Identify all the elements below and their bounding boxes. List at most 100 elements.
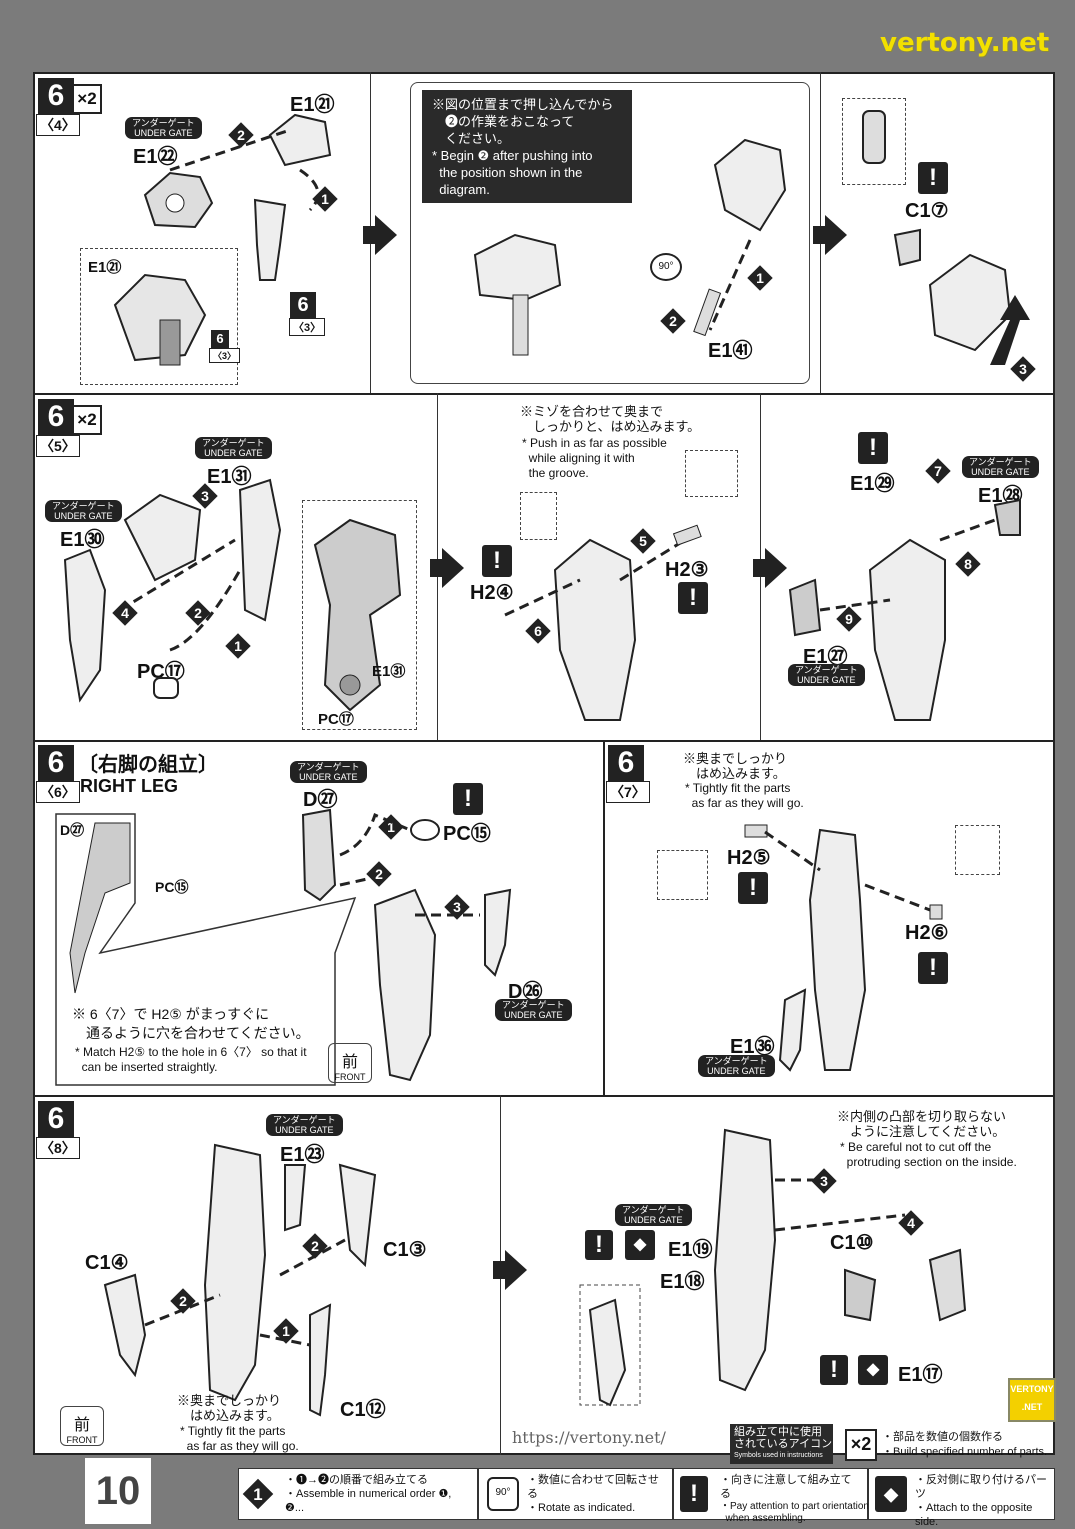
under-gate-tag: アンダーゲート UNDER GATE (45, 500, 122, 522)
front-jp: 前 (73, 1417, 90, 1434)
multiply-icon: ×2 (72, 405, 102, 435)
part-label: E1㉛ (207, 466, 252, 488)
ref-step-sub: 〈3〉 (289, 318, 326, 336)
part-illustration (862, 110, 886, 164)
attention-icon: ! (918, 952, 948, 984)
part-illustration (143, 171, 214, 229)
part-illustration (713, 138, 787, 232)
opposite-side-icon: ◆ (875, 1476, 907, 1512)
section-title-en: RIGHT LEG (80, 776, 178, 796)
ref-step: 6 (290, 292, 316, 318)
step-order-icon: 6 (525, 618, 551, 644)
step-sub: 〈5〉 (36, 435, 80, 457)
page-number: 10 (85, 1458, 151, 1524)
next-arrow-icon (430, 548, 464, 588)
part-label: C1⑩ (830, 1232, 874, 1254)
step-order-icon: 8 (955, 551, 981, 577)
front-jp: 前 (341, 1054, 358, 1071)
part-label: H2⑥ (905, 922, 949, 944)
dashed-guide (693, 239, 752, 337)
legend-en: ・Rotate as indicated. (527, 1502, 636, 1514)
attention-icon: ! (453, 783, 483, 815)
part-label: D㉗ (60, 822, 85, 838)
rotate-icon: 90° (487, 1477, 519, 1511)
caution-note: ※図の位置まで押し込んでから ❷の作業をおこなって ください。 * Begin … (422, 90, 632, 203)
step-order-icon: 2 (170, 1288, 196, 1314)
part-label: E1㉑ (290, 94, 335, 116)
note-jp: ※奥までしっかり はめ込みます。 (683, 751, 788, 781)
part-label: E1㊱ (730, 1036, 775, 1058)
front-en: FRONT (66, 1435, 98, 1445)
under-gate-tag: アンダーゲート UNDER GATE (698, 1055, 775, 1077)
part-illustration (313, 518, 402, 712)
part-illustration (63, 478, 282, 703)
step-order-icon: 9 (836, 606, 862, 632)
multiply-icon: ×2 (845, 1429, 877, 1461)
part-label: E1㉙ (850, 473, 895, 495)
step-order-icon: 4 (112, 600, 138, 626)
part-label: E1⑲ (668, 1239, 713, 1261)
step-order-icon: 2 (185, 600, 211, 626)
part-illustration (893, 228, 1030, 365)
step-number: 6 (38, 745, 74, 781)
ref-step: 6 (211, 330, 229, 348)
part-label: E1⑰ (898, 1364, 943, 1386)
detail-inset (657, 850, 708, 900)
legend-order: 1 ・❶→❷の順番で組み立てる ・Assemble in numerical o… (238, 1468, 478, 1520)
part-illustration (253, 198, 287, 281)
opposite-side-icon: ◆ (625, 1230, 655, 1260)
attention-icon: ! (482, 545, 512, 577)
detail-inset (955, 825, 1000, 875)
note-en: * Push in as far as possible while align… (522, 436, 667, 480)
legend-en: ・Assemble in numerical order ❶, ❷... (285, 1488, 452, 1514)
watermark-url: https://vertony.net/ (512, 1428, 666, 1447)
next-arrow-icon (753, 548, 787, 588)
divider (33, 393, 1055, 395)
detail-inset (520, 492, 557, 540)
under-gate-tag: アンダーゲート UNDER GATE (495, 999, 572, 1021)
part-label: E1㉓ (280, 1144, 325, 1166)
part-label: E1㊶ (708, 340, 753, 362)
note-en: * Tightly fit the parts as far as they w… (180, 1424, 299, 1453)
callout-frame (55, 813, 357, 1086)
legend-rotate: 90° ・数値に合わせて回転させる ・Rotate as indicated. (478, 1468, 673, 1520)
next-arrow-icon (493, 1250, 527, 1290)
step-order-icon: 1 (312, 186, 338, 212)
rotate-icon: 90° (650, 253, 682, 281)
legend-en: ・Build specified number of parts. (882, 1446, 1048, 1458)
ref-step-sub: 〈3〉 (209, 348, 241, 363)
step-order-icon: 1 (273, 1318, 299, 1344)
part-label: H2③ (665, 559, 709, 581)
legend-jp: ・❶→❷の順番で組み立てる (285, 1474, 428, 1486)
step-order-icon: 3 (192, 483, 218, 509)
part-illustration (153, 677, 179, 699)
legend-jp: ・向きに注意して組み立てる (720, 1474, 852, 1500)
step-order-icon: 2 (660, 308, 686, 334)
step-sub: 〈6〉 (36, 781, 80, 803)
dashed-guide (169, 128, 320, 212)
opposite-side-icon: ◆ (858, 1355, 888, 1385)
part-illustration (268, 113, 332, 167)
multiply-icon: ×2 (72, 84, 102, 114)
attention-icon: ! (680, 1476, 708, 1512)
detail-inset (842, 98, 906, 185)
part-label: H2⑤ (727, 847, 771, 869)
step-number: 6 (38, 78, 74, 114)
step-order-icon: 7 (925, 458, 951, 484)
step-order-icon: 3 (444, 894, 470, 920)
note-en: * Match H2⑤ to the hole in 6〈7〉 so that … (75, 1045, 307, 1074)
note-jp: ※ミゾを合わせて奥まで しっかりと、はめ込みます。 (520, 404, 701, 434)
attention-icon: ! (820, 1355, 848, 1385)
note-jp: ※内側の凸部を切り取らない ように注意してください。 (837, 1109, 1007, 1139)
detail-inset (80, 248, 238, 385)
watermark-logo: VERTONY .NET (1008, 1378, 1056, 1422)
part-label: E1㉑ (88, 259, 122, 276)
under-gate-tag: アンダーゲート UNDER GATE (290, 761, 367, 783)
part-label: D㉗ (303, 789, 338, 811)
under-gate-tag: アンダーゲート UNDER GATE (195, 437, 272, 459)
watermark-text: vertony.net (880, 28, 1050, 58)
part-label: PC⑮ (155, 879, 189, 895)
under-gate-tag: アンダーゲート UNDER GATE (788, 664, 865, 686)
